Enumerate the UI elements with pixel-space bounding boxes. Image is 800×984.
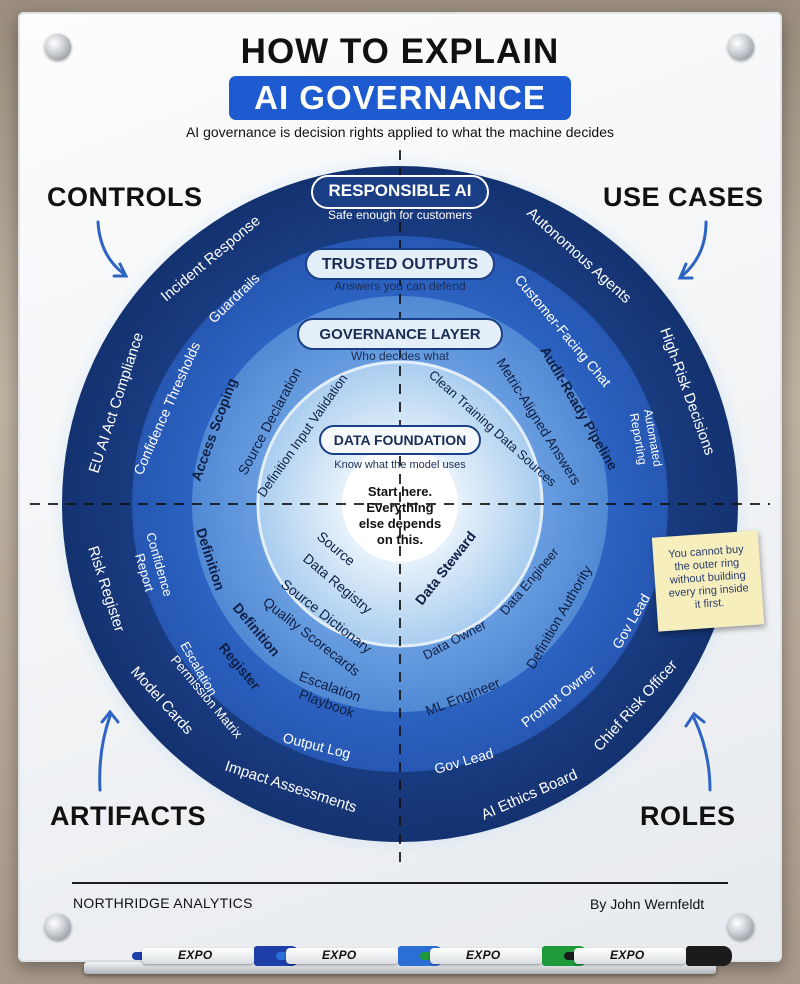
marker-3-nib xyxy=(420,952,432,960)
corner-arrows xyxy=(96,220,712,792)
title-line1: HOW TO EXPLAIN xyxy=(240,32,560,71)
marker-2-brand: EXPO xyxy=(322,948,357,962)
ring-title-responsible-ai: RESPONSIBLE AI xyxy=(329,181,472,200)
ring-label-data-foundation: DATA FOUNDATION Know what the model uses xyxy=(319,425,481,471)
arrow-roles xyxy=(692,716,712,792)
ring-title-trusted-outputs: TRUSTED OUTPUTS xyxy=(322,256,479,273)
bolt-top-right xyxy=(728,34,754,60)
ring-title-governance-layer: GOVERNANCE LAYER xyxy=(319,326,480,343)
marker-3-brand: EXPO xyxy=(466,948,501,962)
ring-subtitle-trusted-outputs: Answers you can defend xyxy=(334,279,465,293)
corner-label-roles: ROLES xyxy=(640,801,736,831)
ring-label-responsible-ai: RESPONSIBLE AI Safe enough for customers xyxy=(311,175,489,222)
corner-label-artifacts: ARTIFACTS xyxy=(50,801,206,831)
bolt-bottom-left xyxy=(45,914,71,940)
arrow-controls xyxy=(96,220,126,276)
corner-label-controls: CONTROLS xyxy=(47,182,203,212)
ring-label-trusted-outputs: TRUSTED OUTPUTS Answers you can defend xyxy=(305,248,495,293)
marker-4-cap xyxy=(686,946,732,966)
footer-company: NORTHRIDGE ANALYTICS xyxy=(73,895,253,911)
center-line-1: Start here. xyxy=(368,484,432,499)
ring-label-governance-layer: GOVERNANCE LAYER Who decides what xyxy=(297,318,503,363)
bolt-bottom-right xyxy=(728,914,754,940)
ring-subtitle-responsible-ai: Safe enough for customers xyxy=(328,208,472,222)
arrow-artifacts-head xyxy=(100,709,120,724)
arrow-use-cases xyxy=(680,220,708,278)
title-line2: AI GOVERNANCE xyxy=(229,76,571,120)
marker-1-nib xyxy=(132,952,144,960)
arrow-artifacts xyxy=(98,714,112,792)
corner-label-use-cases: USE CASES xyxy=(603,182,764,212)
ring-title-data-foundation: DATA FOUNDATION xyxy=(334,432,466,448)
marker-4-brand: EXPO xyxy=(610,948,645,962)
bolt-top-left xyxy=(45,34,71,60)
marker-1-brand: EXPO xyxy=(178,948,213,962)
center-line-2: Everything xyxy=(366,500,433,515)
arrow-use-cases-head xyxy=(677,262,694,280)
sticky-note: You cannot buy the outer ring without bu… xyxy=(651,530,765,632)
ring-subtitle-governance-layer: Who decides what xyxy=(351,349,450,363)
center-line-3: else depends xyxy=(359,516,441,531)
center-line-4: on this. xyxy=(377,532,423,547)
arrow-roles-head xyxy=(684,711,706,728)
arrow-controls-head xyxy=(112,262,129,278)
marker-4-nib xyxy=(564,952,576,960)
subtitle: AI governance is decision rights applied… xyxy=(185,124,615,140)
center-text: Start here. Everything else depends on t… xyxy=(359,484,441,547)
footer-divider xyxy=(72,882,728,884)
marker-2-nib xyxy=(276,952,288,960)
ring-subtitle-data-foundation: Know what the model uses xyxy=(334,459,466,471)
footer-author: By John Wernfeldt xyxy=(590,896,705,912)
